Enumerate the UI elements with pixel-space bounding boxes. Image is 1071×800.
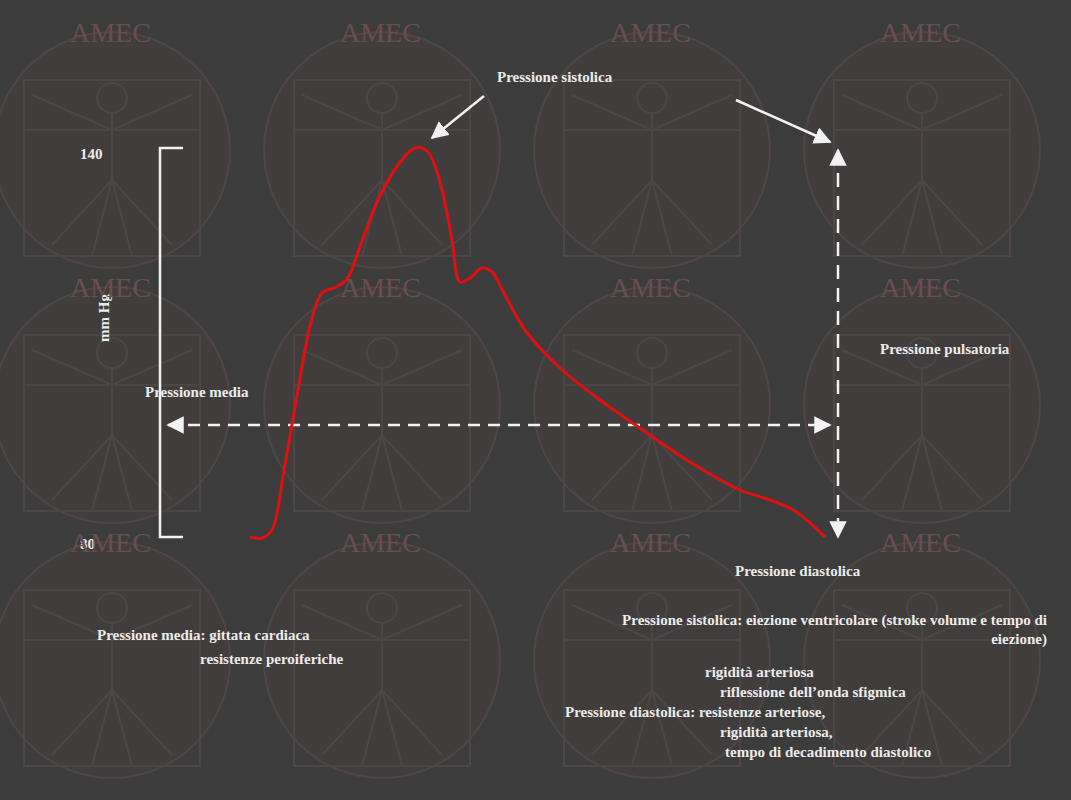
- watermark: AMEC: [880, 18, 961, 48]
- watermark-figures: [0, 32, 1040, 778]
- watermark-limbs: [24, 350, 200, 511]
- vitruvian-watermark: [534, 542, 770, 778]
- vitruvian-watermark: [264, 287, 500, 523]
- watermark: AMEC: [880, 528, 961, 558]
- watermark: AMEC: [340, 18, 421, 48]
- watermark-circle: [534, 542, 770, 778]
- watermark-limbs: [834, 95, 1010, 256]
- watermark: AMEC: [70, 18, 151, 48]
- watermark-limbs: [294, 95, 470, 256]
- vitruvian-watermark: [0, 542, 230, 778]
- note-text: Pressione sistolica: eiezione ventricola…: [565, 611, 1047, 649]
- watermark-limbs: [564, 95, 740, 256]
- note-text: riflessione dell’onda sfigmica: [720, 683, 906, 702]
- note-text: tempo di decadimento diastolico: [725, 743, 931, 762]
- mean-pressure-line: [168, 424, 830, 427]
- watermark-square: [834, 80, 1010, 256]
- note-text: rigidità arteriosa,: [720, 723, 832, 742]
- vitruvian-watermark: [804, 287, 1040, 523]
- watermark-square: [294, 80, 470, 256]
- watermark-square: [564, 80, 740, 256]
- watermark-head: [367, 83, 397, 113]
- watermark: AMEC: [340, 528, 421, 558]
- axis-value: 140: [80, 145, 103, 164]
- watermark-square: [294, 335, 470, 511]
- watermark-head: [97, 593, 127, 623]
- watermark-head: [637, 338, 667, 368]
- watermark: AMEC: [610, 528, 691, 558]
- callout-label: Pressione media: [145, 383, 248, 402]
- note-text: resistenze peroiferiche: [200, 650, 343, 669]
- pulse-pressure-line: [837, 150, 840, 537]
- watermark-circle: [534, 32, 770, 268]
- watermark-square: [24, 590, 200, 766]
- callout-label: Pressione sistolica: [497, 68, 612, 87]
- watermark: AMEC: [880, 273, 961, 303]
- watermark-limbs: [294, 350, 470, 511]
- watermark-head: [637, 83, 667, 113]
- axis-bracket: [160, 148, 183, 537]
- leader-arrow: [736, 100, 830, 142]
- watermark: AMEC: [610, 273, 691, 303]
- watermark: AMEC: [340, 273, 421, 303]
- vitruvian-watermark: [264, 32, 500, 268]
- watermark-square: [564, 335, 740, 511]
- watermark: AMEC: [70, 273, 151, 303]
- note-text: rigidità arteriosa: [705, 663, 814, 682]
- watermark-circle: [264, 287, 500, 523]
- watermark-circle: [804, 32, 1040, 268]
- watermark-limbs: [294, 605, 470, 766]
- vitruvian-watermark: [804, 32, 1040, 268]
- watermark-limbs: [564, 350, 740, 511]
- leader-arrow: [432, 96, 484, 138]
- watermark-head: [907, 83, 937, 113]
- watermark-square: [294, 590, 470, 766]
- watermark-circle: [0, 287, 230, 523]
- note-text: Pressione diastolica: resistenze arterio…: [565, 703, 825, 722]
- watermark: AMEC: [70, 528, 151, 558]
- watermark-head: [367, 593, 397, 623]
- watermark-square: [834, 335, 1010, 511]
- watermark-head: [97, 83, 127, 113]
- callout-label: Pressione pulsatoria: [880, 340, 1009, 359]
- vitruvian-watermark: [534, 32, 770, 268]
- y-axis-bracket: [160, 148, 183, 537]
- watermark-circle: [804, 287, 1040, 523]
- watermark: AMEC: [610, 18, 691, 48]
- vitruvian-watermark: [0, 32, 230, 268]
- watermark-square: [24, 335, 200, 511]
- watermark-limbs: [834, 350, 1010, 511]
- watermark-circle: [0, 542, 230, 778]
- watermark-limbs: [564, 605, 740, 766]
- watermark-circle: [264, 32, 500, 268]
- vitruvian-watermark: [0, 287, 230, 523]
- watermark-limbs: [24, 95, 200, 256]
- note-text: Pressione media: gittata cardiaca: [97, 626, 310, 645]
- pressure-waveform: [250, 148, 825, 539]
- watermark-square: [24, 80, 200, 256]
- watermark-head: [97, 338, 127, 368]
- watermark-circle: [0, 32, 230, 268]
- watermark-head: [367, 338, 397, 368]
- callout-label: Pressione diastolica: [735, 562, 860, 581]
